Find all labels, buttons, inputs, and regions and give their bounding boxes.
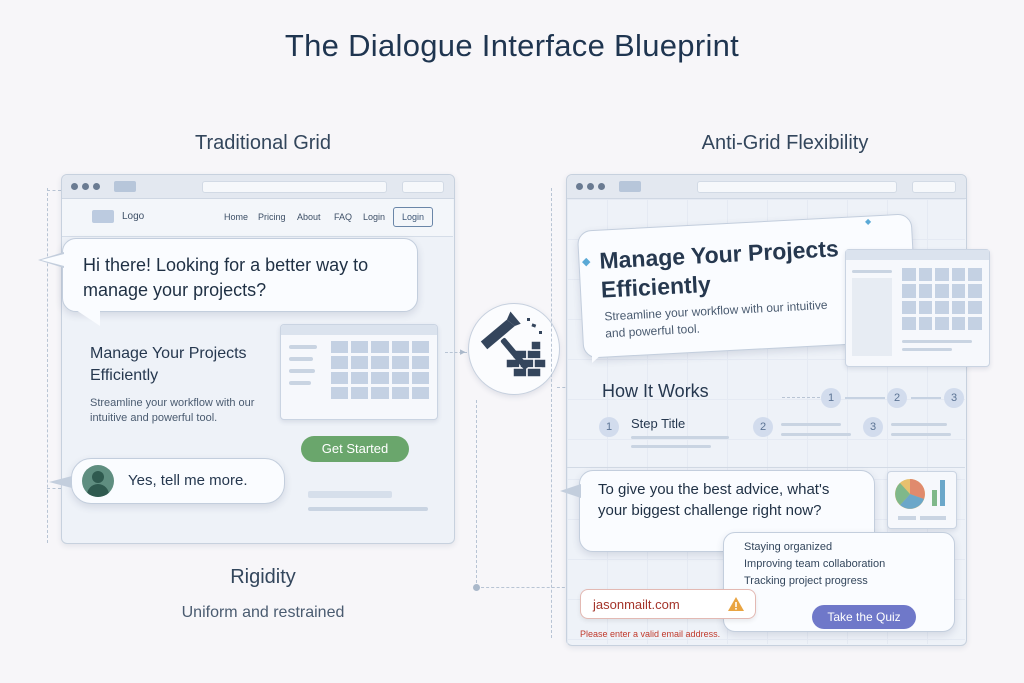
connector-line bbox=[445, 352, 467, 353]
dashboard-mockup-flex bbox=[845, 249, 990, 367]
hero-title: Manage Your Projects Efficiently bbox=[90, 345, 247, 384]
window-dot bbox=[587, 183, 594, 190]
main-title: The Dialogue Interface Blueprint bbox=[284, 28, 740, 63]
email-value: jasonmailt.com bbox=[593, 597, 680, 612]
step-indicator-3[interactable]: 3 bbox=[944, 388, 964, 408]
step-indicator-1[interactable]: 1 bbox=[821, 388, 841, 408]
option-staying-organized[interactable]: Staying organized bbox=[744, 541, 833, 553]
window-dot bbox=[598, 183, 605, 190]
caption-uniform: Uniform and restrained bbox=[181, 604, 345, 621]
right-panel-heading: Anti-Grid Flexibility bbox=[701, 132, 869, 154]
mockup-line bbox=[289, 345, 317, 349]
step-line bbox=[891, 433, 951, 436]
mockup-line bbox=[902, 348, 952, 351]
step-line bbox=[781, 433, 851, 436]
question-bubble: Hi there! Looking for a better way to ma… bbox=[62, 238, 418, 312]
step-indicator-2[interactable]: 2 bbox=[887, 388, 907, 408]
login-button[interactable]: Login bbox=[393, 207, 433, 227]
window-dot bbox=[71, 183, 78, 190]
nav-faq[interactable]: FAQ bbox=[334, 212, 353, 222]
mockup-grid bbox=[902, 268, 982, 330]
nav-login[interactable]: Login bbox=[363, 212, 386, 222]
tab-icon bbox=[114, 181, 136, 192]
left-panel-heading: Traditional Grid bbox=[195, 132, 331, 154]
guide-tick bbox=[47, 190, 61, 191]
sparkle-icon: ◆ bbox=[582, 256, 591, 268]
reply-tail bbox=[49, 476, 72, 488]
step-circle-2: 2 bbox=[753, 417, 773, 437]
challenge-question-text: To give you the best advice, what's your… bbox=[598, 481, 830, 519]
warning-icon bbox=[727, 595, 745, 613]
question-text: Hi there! Looking for a better way to ma… bbox=[83, 255, 369, 300]
nav-about[interactable]: About bbox=[297, 212, 321, 222]
placeholder-line bbox=[308, 507, 428, 511]
step-line bbox=[631, 436, 729, 439]
take-the-quiz-button[interactable]: Take the Quiz bbox=[812, 605, 916, 629]
nav-home[interactable]: Home bbox=[224, 212, 249, 222]
right-guide-line-2 bbox=[476, 400, 477, 588]
mockup-header bbox=[846, 250, 989, 260]
logo-text: Logo bbox=[122, 211, 145, 222]
address-bar[interactable] bbox=[697, 181, 897, 193]
left-guide-line bbox=[47, 188, 48, 543]
connector-line bbox=[476, 587, 580, 588]
step-circle-1: 1 bbox=[599, 417, 619, 437]
steps-connector bbox=[845, 397, 885, 399]
mockup-line bbox=[289, 357, 313, 361]
placeholder-line bbox=[308, 491, 392, 498]
get-started-button[interactable]: Get Started bbox=[301, 436, 409, 462]
browser-chrome bbox=[567, 175, 966, 199]
option-team-collaboration[interactable]: Improving team collaboration bbox=[744, 558, 886, 570]
caption-rigidity: Rigidity bbox=[230, 566, 296, 588]
mockup-line bbox=[852, 270, 892, 273]
hero-subtitle-flex: Streamline your workflow with our intuit… bbox=[604, 297, 828, 341]
address-bar[interactable] bbox=[202, 181, 387, 193]
mockup-header bbox=[281, 325, 437, 335]
mockup-line bbox=[289, 369, 315, 373]
nav-pricing[interactable]: Pricing bbox=[258, 212, 286, 222]
step-line bbox=[631, 445, 711, 448]
connector-arrow: ▸ bbox=[460, 346, 466, 358]
browser-search-box[interactable] bbox=[912, 181, 956, 193]
window-dot bbox=[82, 183, 89, 190]
steps-connector bbox=[782, 397, 830, 398]
step-circle-3: 3 bbox=[863, 417, 883, 437]
step-line bbox=[891, 423, 947, 426]
section-divider bbox=[567, 467, 965, 468]
window-dot bbox=[576, 183, 583, 190]
avatar-icon bbox=[82, 465, 114, 497]
window-dot bbox=[93, 183, 100, 190]
hero-bubble-tail bbox=[592, 345, 612, 363]
reply-bubble[interactable]: Yes, tell me more. bbox=[71, 458, 285, 504]
sparkle-icon: ◆ bbox=[865, 217, 872, 226]
option-tracking-progress[interactable]: Tracking project progress bbox=[744, 575, 868, 587]
reply-text: Yes, tell me more. bbox=[128, 472, 248, 489]
steps-connector bbox=[911, 397, 941, 399]
pie-chart-icon bbox=[895, 479, 946, 520]
step-line bbox=[781, 423, 841, 426]
right-guide-line bbox=[551, 188, 552, 638]
tab-icon bbox=[619, 181, 641, 192]
step-title: Step Title bbox=[631, 416, 686, 431]
mockup-grid bbox=[331, 341, 429, 399]
chart-card bbox=[887, 471, 957, 529]
browser-search-box[interactable] bbox=[402, 181, 444, 193]
mockup-line bbox=[902, 340, 972, 343]
bubble-tail bbox=[41, 254, 64, 266]
hammer-breaking-bricks-icon bbox=[468, 303, 560, 395]
dashboard-mockup bbox=[280, 324, 438, 420]
question-tail bbox=[560, 484, 581, 498]
how-it-works-heading: How It Works bbox=[602, 381, 709, 401]
mockup-sidebar bbox=[852, 278, 892, 356]
email-field[interactable]: jasonmailt.com bbox=[580, 589, 756, 619]
site-navbar: Logo Home Pricing About FAQ Login Login bbox=[62, 199, 453, 237]
email-error: Please enter a valid email address. bbox=[580, 629, 721, 639]
guide-tick bbox=[47, 488, 61, 489]
connector-dot bbox=[473, 584, 480, 591]
hero-subtitle: Streamline your workflow with our intuit… bbox=[90, 397, 255, 424]
logo-icon bbox=[92, 210, 114, 223]
bubble-tail-bottom bbox=[76, 310, 100, 326]
mockup-line bbox=[289, 381, 311, 385]
browser-chrome bbox=[62, 175, 454, 199]
